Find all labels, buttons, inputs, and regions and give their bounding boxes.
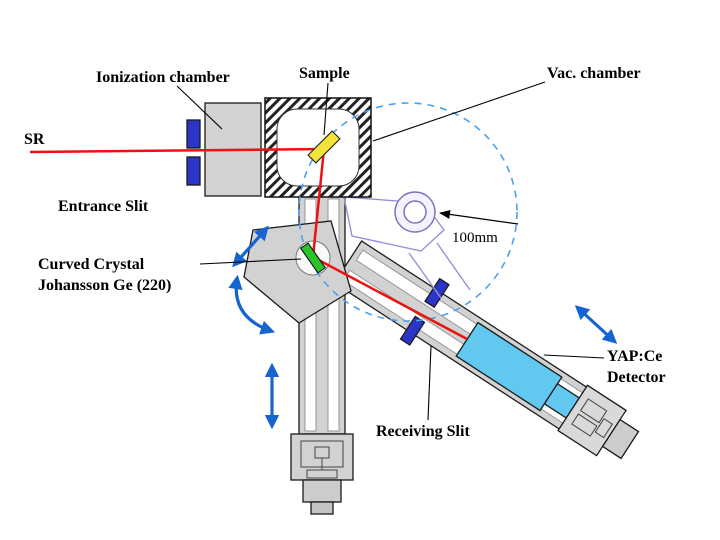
arm-end-detail-2 (571, 413, 598, 437)
label-receiving-slit: Receiving Slit (376, 423, 470, 440)
linkage-edge-1 (436, 242, 471, 291)
rail-foot (302, 479, 342, 503)
rail-base-bar (306, 469, 338, 479)
label-entrance-slit: Entrance Slit (58, 198, 149, 215)
beam-crystal-to-detector (312, 255, 468, 341)
linkage-edge-2 (408, 252, 442, 299)
detector-body (455, 321, 563, 412)
detector-motion-arrow (574, 305, 618, 344)
label-curved-crystal-1: Curved Crystal (38, 256, 145, 273)
entrance-slit-bar-top (186, 119, 201, 149)
label-sr: SR (24, 131, 45, 148)
rail-foot-pad (310, 501, 334, 515)
label-sample: Sample (299, 65, 350, 82)
label-vac-chamber: Vac. chamber (547, 65, 641, 82)
motion-arrows (228, 225, 618, 430)
detector-arm (333, 240, 640, 460)
arm-end-cap (601, 418, 640, 460)
xray-beam (29, 147, 468, 341)
crystal-element (299, 242, 327, 274)
sample-leader-line (323, 82, 329, 136)
sample-holder (307, 130, 341, 164)
entrance-slit-bar-bottom (186, 156, 201, 186)
receiving-slit-bar-bottom (399, 315, 426, 346)
label-radius: 100mm (452, 230, 498, 246)
pivot-inner (403, 200, 427, 224)
crystal (299, 242, 327, 274)
vertical-rail-channel-right (327, 198, 340, 432)
entrance-slit (186, 119, 201, 186)
label-ionization-chamber: Ionization chamber (96, 69, 230, 86)
crystal-rotate-arrow (228, 274, 276, 335)
vac-chamber-leader-line (372, 81, 546, 142)
receiving-slit-leader-line (427, 345, 432, 421)
detector-leader-line (543, 354, 605, 359)
arm-end-detail-1 (579, 398, 608, 424)
label-detector-2: Detector (607, 369, 666, 386)
beam-incident (29, 147, 325, 154)
label-detector-1: YAP:Ce (607, 348, 662, 365)
leader-lines (176, 81, 605, 421)
rowland-circle (298, 102, 518, 322)
crystal-translate-arrow (232, 225, 269, 268)
crystal-leader-line (199, 258, 302, 265)
beam-sample-to-crystal (311, 148, 326, 258)
sample (307, 130, 341, 164)
arm-end-detail-3 (594, 417, 614, 439)
ionization-leader-line (176, 85, 223, 130)
label-curved-crystal-2: Johansson Ge (220) (38, 277, 171, 294)
pivot-ring (394, 191, 436, 233)
radius-arrow (439, 209, 519, 225)
